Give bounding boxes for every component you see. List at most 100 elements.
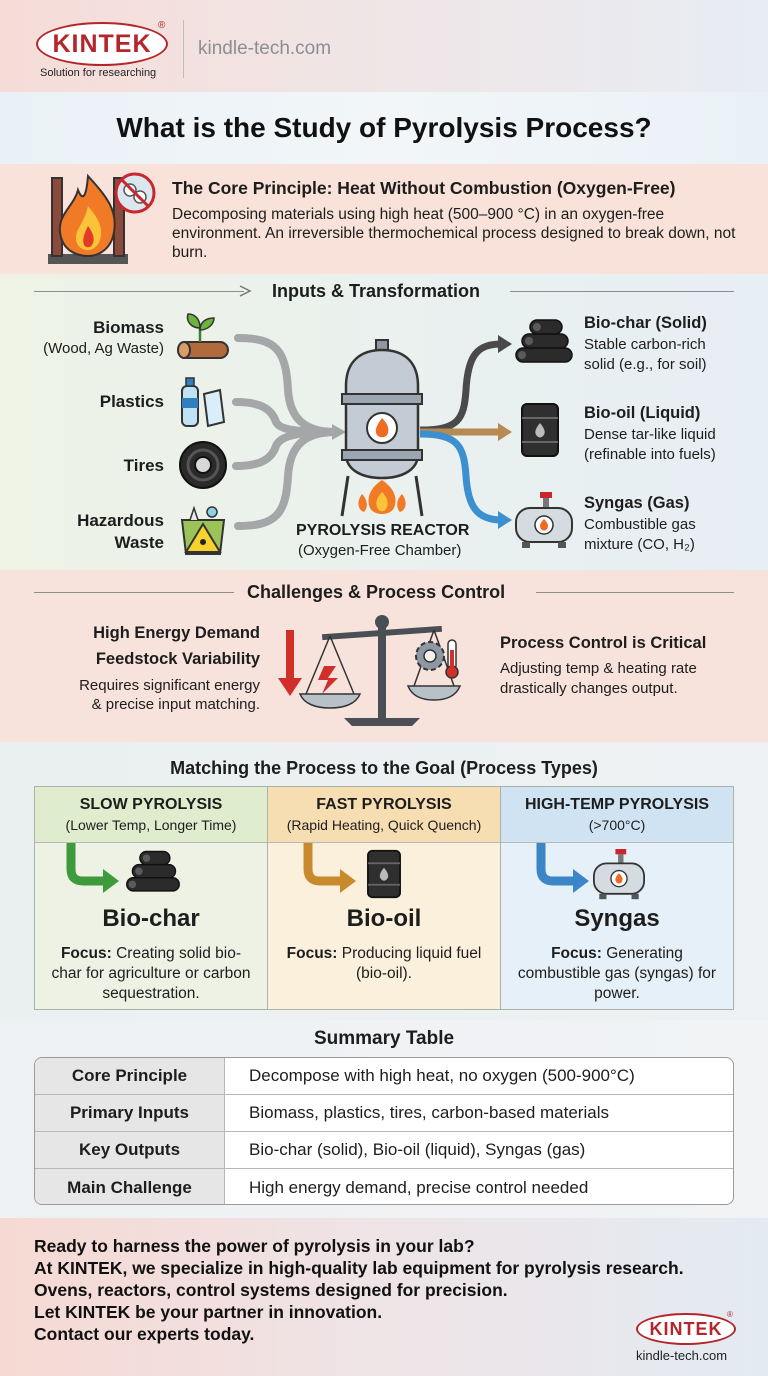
biooil-barrel-icon <box>367 849 401 899</box>
card-product: Syngas <box>574 905 660 932</box>
summary-heading: Summary Table <box>313 1028 455 1049</box>
biooil-barrel-icon <box>521 403 559 457</box>
challenges-rule-right <box>536 592 734 593</box>
output-flow-arrows <box>419 335 512 529</box>
focus-text: Creating solid bio-char for agriculture … <box>51 945 251 1002</box>
focus-label: Focus: <box>286 945 338 962</box>
table-row: Main Challenge High energy demand, precis… <box>35 1169 733 1204</box>
challenge-feedstock: Feedstock Variability <box>95 650 260 668</box>
site-link[interactable]: kindle-tech.com <box>198 38 332 59</box>
output-line2-biooil: (refinable into fuels) <box>584 446 716 463</box>
syngas-tank-icon <box>515 492 573 548</box>
syngas-tank-icon <box>593 849 645 900</box>
card-name: SLOW PYROLYSIS <box>79 796 223 813</box>
table-value: Decompose with high heat, no oxygen (500… <box>249 1066 635 1085</box>
table-key: Core Principle <box>35 1058 225 1094</box>
card-sub: (>700°C) <box>588 817 646 833</box>
output-title-biooil: Bio-oil (Liquid) <box>584 404 701 422</box>
table-row: Key Outputs Bio-char (solid), Bio-oil (li… <box>35 1132 733 1169</box>
card-header: HIGH-TEMP PYROLYSIS (>700°C) <box>501 787 733 843</box>
card-fast-pyrolysis: FAST PYROLYSIS (Rapid Heating, Quick Quen… <box>267 786 501 1010</box>
biochar-icon <box>126 850 180 892</box>
kintek-logo[interactable]: KINTEK <box>36 22 168 66</box>
contact-link[interactable]: Contact our experts today. <box>34 1324 255 1344</box>
logo-text: KINTEK <box>52 29 152 58</box>
logo-text: KINTEK <box>649 1318 723 1339</box>
table-key: Key Outputs <box>35 1132 225 1168</box>
table-row: Primary Inputs Biomass, plastics, tires, … <box>35 1095 733 1132</box>
card-high-temp-pyrolysis: HIGH-TEMP PYROLYSIS (>700°C) Syngas Focus… <box>500 786 734 1010</box>
input-label-tires: Tires <box>123 456 164 475</box>
pyrolysis-reactor-icon <box>340 339 424 517</box>
green-arrow-icon <box>66 843 119 893</box>
output-line2-biochar: solid (e.g., for soil) <box>584 356 707 373</box>
challenges-rule-left <box>34 592 234 593</box>
challenges-heading: Challenges & Process Control <box>247 582 506 602</box>
output-line1-biochar: Stable carbon-rich <box>584 336 706 353</box>
card-name: HIGH-TEMP PYROLYSIS <box>524 796 710 813</box>
header-divider <box>183 20 184 78</box>
output-title-syngas: Syngas (Gas) <box>584 494 690 512</box>
tire-icon <box>179 441 227 489</box>
orange-arrow-icon <box>303 843 356 893</box>
page-title: What is the Study of Pyrolysis Process? <box>116 112 652 143</box>
reactor-label: PYROLYSIS REACTOR <box>296 522 470 539</box>
inputs-heading: Inputs & Transformation <box>272 281 481 301</box>
registered-mark: ® <box>158 20 166 31</box>
footer-line: Let KINTEK be your partner in innovation… <box>34 1302 383 1322</box>
title-band <box>0 92 768 164</box>
card-sub: (Lower Temp, Longer Time) <box>65 817 237 833</box>
focus-text: Generating combustible gas (syngas) for … <box>517 945 717 1002</box>
focus-label: Focus: <box>551 945 602 962</box>
footer-cta <box>0 1218 768 1376</box>
table-key: Main Challenge <box>35 1169 225 1204</box>
input-sub-hazardous: Waste <box>114 533 164 552</box>
process-types-heading: Matching the Process to the Goal (Proces… <box>170 758 598 778</box>
biochar-icon <box>515 319 573 363</box>
table-value: Bio-char (solid), Bio-oil (liquid), Syng… <box>249 1140 586 1159</box>
card-header: SLOW PYROLYSIS (Lower Temp, Longer Time) <box>35 787 267 843</box>
site-link-footer[interactable]: kindle-tech.com <box>636 1348 728 1363</box>
section-rule-right <box>510 291 734 292</box>
summary-table: Core Principle Decompose with high heat, … <box>34 1057 734 1205</box>
kintek-logo-footer[interactable]: KINTEK <box>636 1313 736 1345</box>
card-name: FAST PYROLYSIS <box>316 796 452 813</box>
focus-text: Producing liquid fuel (bio-oil). <box>341 945 482 982</box>
process-control-text-2: drastically changes output. <box>500 680 678 697</box>
output-line2-syngas: mixture (CO, H₂) <box>584 536 695 553</box>
registered-mark: ® <box>727 1310 733 1319</box>
card-focus: Focus: Generating combustible gas (synga… <box>501 944 733 1004</box>
table-row: Core Principle Decompose with high heat, … <box>35 1058 733 1095</box>
plastics-icon <box>181 377 226 428</box>
footer-line: Ready to harness the power of pyrolysis … <box>34 1236 475 1256</box>
rule-arrow-icon <box>239 285 252 297</box>
table-value: High energy demand, precise control need… <box>249 1177 589 1197</box>
output-line1-syngas: Combustible gas <box>584 516 696 533</box>
no-oxygen-icon <box>114 172 156 214</box>
input-sub-biomass: (Wood, Ag Waste) <box>43 340 164 357</box>
card-focus: Focus: Producing liquid fuel (bio-oil). <box>268 944 500 984</box>
core-heading: The Core Principle: Heat Without Combust… <box>172 178 676 198</box>
output-title-biochar: Bio-char (Solid) <box>584 314 707 332</box>
core-text: Decomposing materials using high heat (5… <box>172 206 736 261</box>
card-product: Bio-oil <box>346 905 422 932</box>
process-control-text-1: Adjusting temp & heating rate <box>500 660 697 677</box>
table-value: Biomass, plastics, tires, carbon-based m… <box>249 1103 609 1122</box>
fireplace-icon <box>48 173 128 264</box>
card-header: FAST PYROLYSIS (Rapid Heating, Quick Quen… <box>268 787 500 843</box>
biomass-icon <box>177 313 229 359</box>
process-control-heading: Process Control is Critical <box>500 634 707 652</box>
table-key: Primary Inputs <box>35 1095 225 1131</box>
output-line1-biooil: Dense tar-like liquid <box>584 426 716 443</box>
card-product: Bio-char <box>102 905 200 932</box>
card-focus: Focus: Creating solid bio-char for agric… <box>35 944 267 1004</box>
card-sub: (Rapid Heating, Quick Quench) <box>286 817 482 833</box>
reactor-sub: (Oxygen-Free Chamber) <box>298 542 462 559</box>
footer-line: At KINTEK, we specialize in high-quality… <box>34 1258 684 1278</box>
challenge-text-2: & precise input matching. <box>91 696 260 713</box>
section-rule-left <box>34 291 244 292</box>
input-label-hazardous: Hazardous <box>77 511 164 530</box>
balance-scale-icon <box>278 615 462 726</box>
input-flow-arrows <box>232 334 346 530</box>
tagline: Solution for researching <box>40 67 157 79</box>
